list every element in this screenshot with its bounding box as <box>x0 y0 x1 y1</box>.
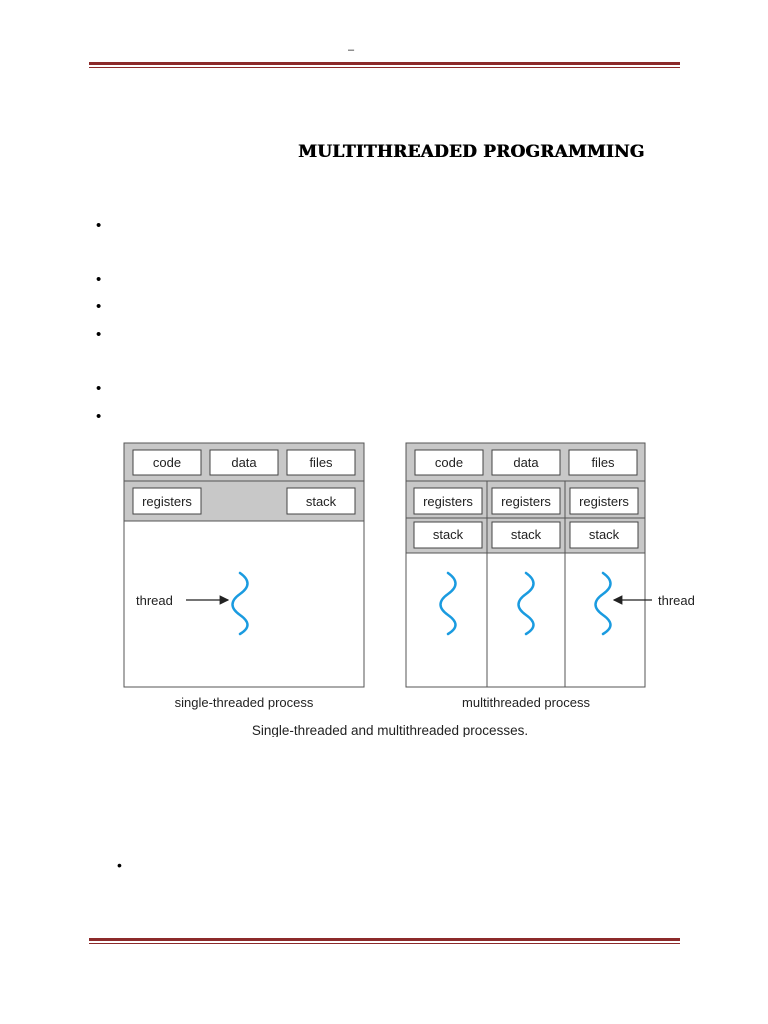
figure-caption: Single-threaded and multithreaded proces… <box>252 723 528 737</box>
multi-registers-label-2: registers <box>501 494 551 509</box>
top-rule <box>89 62 680 68</box>
single-files-label: files <box>309 455 333 470</box>
multi-stack-label-2: stack <box>511 527 542 542</box>
small-bullet-marker: • <box>117 857 122 873</box>
header-dash: – <box>348 44 355 56</box>
multi-caption: multithreaded process <box>462 695 590 710</box>
bullet-marker: • <box>96 380 102 397</box>
multi-code-label: code <box>435 455 463 470</box>
multi-thread-squiggle-3 <box>594 571 612 636</box>
single-registers-box <box>132 487 202 515</box>
multi-registers-box-2 <box>491 487 561 515</box>
multi-thread-label: thread <box>658 593 695 608</box>
single-code-box <box>132 449 202 476</box>
bottom-rule <box>89 938 680 944</box>
multi-registers-box-1 <box>413 487 483 515</box>
single-stack-label: stack <box>306 494 337 509</box>
multi-stack-label-3: stack <box>589 527 620 542</box>
bullet-marker: • <box>96 271 102 288</box>
multi-code-box <box>414 449 484 476</box>
single-code-label: code <box>153 455 181 470</box>
thread-process-figure: code data files registers stack thread s… <box>118 437 708 737</box>
bullet-marker: • <box>96 326 102 343</box>
single-thread-squiggle <box>231 571 249 636</box>
single-registers-label: registers <box>142 494 192 509</box>
single-threaded-process: code data files registers stack thread s… <box>123 442 365 710</box>
multi-data-label: data <box>513 455 539 470</box>
multi-thread-squiggle-2 <box>517 571 535 636</box>
multi-stack-label-1: stack <box>433 527 464 542</box>
multi-registers-label-1: registers <box>423 494 473 509</box>
multi-thread-squiggle-1 <box>439 571 457 636</box>
single-data-box <box>209 449 279 476</box>
bullet-marker: • <box>96 217 102 234</box>
single-data-label: data <box>231 455 257 470</box>
multi-stack-box-1 <box>413 521 483 549</box>
multithreaded-process: code data files registers registers regi… <box>405 442 695 710</box>
page-title: MULTITHREADED PROGRAMMING <box>298 142 645 162</box>
multi-files-box <box>568 449 638 476</box>
bullet-marker: • <box>96 408 102 425</box>
single-thread-label: thread <box>136 593 173 608</box>
bullet-marker: • <box>96 298 102 315</box>
multi-registers-box-3 <box>569 487 639 515</box>
multi-registers-label-3: registers <box>579 494 629 509</box>
single-files-box <box>286 449 356 476</box>
multi-files-label: files <box>591 455 615 470</box>
single-caption: single-threaded process <box>175 695 314 710</box>
multi-stack-box-2 <box>491 521 561 549</box>
multi-stack-box-3 <box>569 521 639 549</box>
multi-data-box <box>491 449 561 476</box>
single-stack-box <box>286 487 356 515</box>
